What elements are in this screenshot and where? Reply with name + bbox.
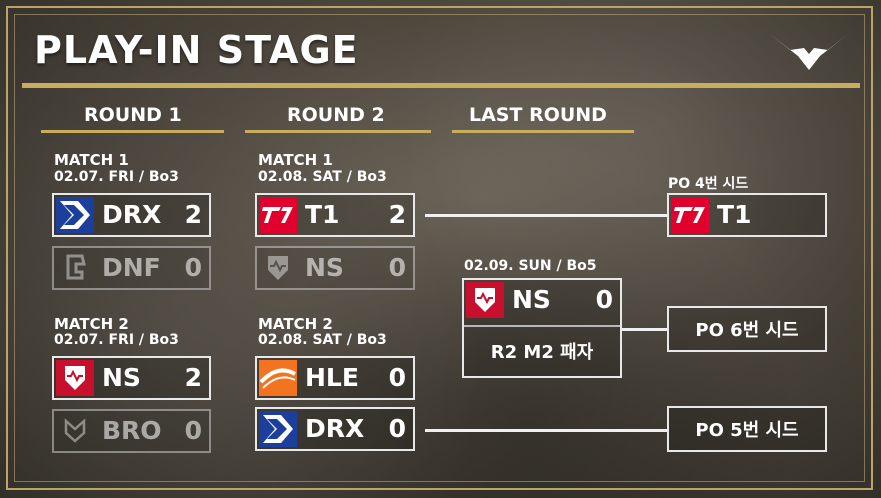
r2m1-team-b[interactable]: NS 0 (255, 246, 415, 290)
last-round-divider (464, 325, 620, 327)
team-score: 2 (184, 363, 202, 392)
round-1-rule (41, 130, 224, 133)
ns-icon (466, 282, 504, 318)
r1-match2-label: MATCH 2 (54, 315, 129, 333)
team-name: DNF (102, 253, 161, 282)
team-name: BRO (102, 416, 162, 445)
team-name: DRX (102, 200, 162, 229)
team-name: NS (512, 285, 551, 314)
drx-icon (56, 197, 94, 233)
league-logo-icon (770, 34, 848, 70)
team-score: 0 (388, 363, 406, 392)
r1m1-team-a[interactable]: DRX 2 (52, 193, 211, 237)
team-score: 0 (388, 253, 406, 282)
title-divider (22, 83, 860, 88)
team-name: T1 (305, 200, 340, 229)
inner-frame (14, 14, 865, 482)
r1m2-team-b[interactable]: BRO 0 (52, 409, 211, 453)
r2m1-team-a[interactable]: T1 2 (255, 193, 415, 237)
ns-icon (268, 256, 288, 280)
t1-icon (259, 197, 297, 233)
round-2-rule (245, 130, 431, 133)
last-round-rule (452, 130, 634, 133)
team-score: 0 (184, 416, 202, 445)
team-name: NS (305, 253, 344, 282)
r2m2-team-b[interactable]: DRX 0 (255, 407, 415, 451)
outer-frame (6, 6, 873, 490)
ns-icon (56, 360, 94, 396)
connector-t1-seed4 (425, 214, 667, 217)
dnf-icon (66, 254, 86, 280)
hle-icon (259, 360, 297, 396)
page-title: PLAY-IN STAGE (34, 28, 359, 72)
t1-icon (671, 197, 709, 233)
last-round-team[interactable]: NS 0 (462, 278, 622, 325)
bro-icon (64, 418, 86, 443)
seed5-box[interactable]: PO 5번 시드 (667, 406, 827, 452)
team-score: 2 (184, 200, 202, 229)
round-1-label: ROUND 1 (84, 104, 182, 126)
seed6-box[interactable]: PO 6번 시드 (667, 306, 827, 352)
seed4-team[interactable]: T1 (667, 193, 827, 237)
r2-match1-date: 02.08. SAT / Bo3 (258, 169, 387, 185)
team-score: 0 (388, 414, 406, 443)
r2-match2-label: MATCH 2 (258, 315, 333, 333)
team-score: 0 (595, 285, 613, 314)
r1m1-team-b[interactable]: DNF 0 (52, 246, 211, 290)
r2-match2-date: 02.08. SAT / Bo3 (258, 332, 387, 348)
last-round-date: 02.09. SUN / Bo5 (464, 258, 597, 274)
r2-match1-label: MATCH 1 (258, 151, 333, 169)
team-score: 2 (388, 200, 406, 229)
team-name: NS (102, 363, 141, 392)
r1m2-team-a[interactable]: NS 2 (52, 356, 211, 400)
r1-match1-date: 02.07. FRI / Bo3 (54, 169, 179, 185)
r1-match1-label: MATCH 1 (54, 151, 129, 169)
connector-last-round-seed6 (622, 328, 668, 331)
round-2-label: ROUND 2 (287, 104, 385, 126)
r2m2-team-a[interactable]: HLE 0 (255, 356, 415, 400)
team-score: 0 (184, 253, 202, 282)
connector-drx-seed5 (425, 429, 668, 432)
team-name: T1 (717, 200, 752, 229)
drx-icon (259, 411, 297, 447)
last-round-label: LAST ROUND (469, 104, 607, 126)
team-name: HLE (305, 363, 359, 392)
last-round-opponent[interactable]: R2 M2 패자 (462, 325, 622, 378)
seed4-label: PO 4번 시드 (668, 176, 749, 192)
team-name: DRX (305, 414, 365, 443)
r1-match2-date: 02.07. FRI / Bo3 (54, 332, 179, 348)
